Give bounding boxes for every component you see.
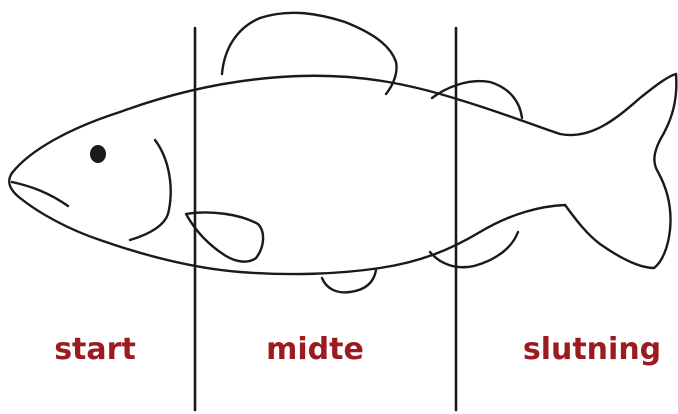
label-slutning: slutning: [512, 330, 672, 370]
fish-body-top: [12, 74, 676, 173]
fish-tail: [565, 74, 676, 268]
second-dorsal-fin: [432, 81, 522, 118]
label-midte: midte: [250, 330, 380, 370]
dorsal-fin: [222, 13, 397, 94]
fish-mouth: [12, 182, 68, 206]
pectoral-fin: [186, 212, 263, 261]
fish-eye: [90, 145, 106, 163]
label-start: start: [30, 330, 160, 370]
fish-body-bottom: [9, 173, 565, 274]
gill-line: [130, 140, 171, 240]
